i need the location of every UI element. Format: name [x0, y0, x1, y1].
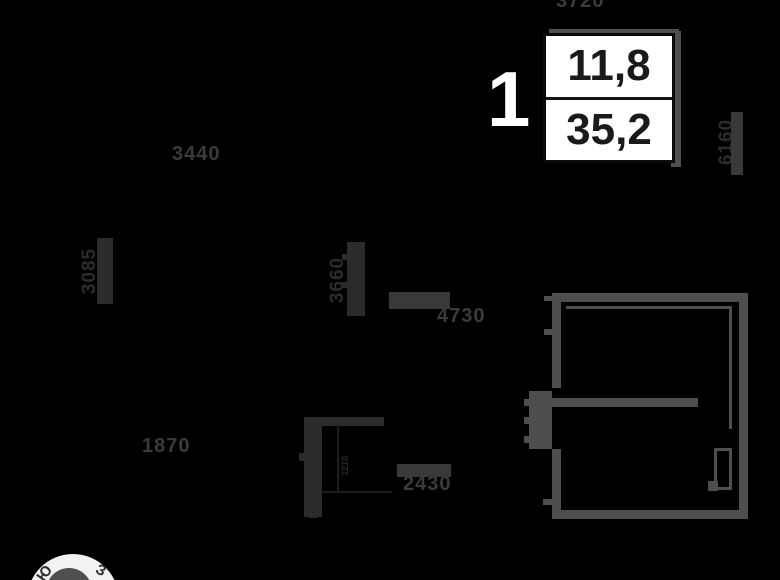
dim-upper-left-width: 3440 [172, 143, 221, 165]
room-wall-left-block [529, 391, 552, 449]
dim-tick [524, 436, 529, 443]
wall-segment-right-upper [731, 112, 743, 175]
dim-tick [544, 296, 552, 301]
unit-room-count: 1 [487, 55, 531, 143]
dim-tick [309, 513, 318, 518]
room-wall-left-lower [552, 449, 561, 519]
window-line-top [566, 306, 732, 309]
dim-tick [543, 499, 552, 505]
dim-lower-left-width: 1870 [142, 435, 191, 457]
dim-tick [342, 254, 347, 260]
dim-line-vertical [337, 425, 339, 491]
dim-tick [524, 399, 529, 406]
dim-top-width: 3720 [556, 0, 605, 12]
dim-tick [524, 417, 529, 424]
door-leaf [708, 481, 718, 491]
dim-tick [299, 453, 304, 461]
wall-segment-above-bottom-dim [397, 464, 451, 477]
room-interior-wall [552, 398, 698, 407]
wall-segment-lower-left-vertical [304, 417, 322, 517]
wall-behind-card-right [671, 31, 681, 167]
dim-bottom-width: 2430 [403, 473, 452, 495]
compass-needle [46, 568, 92, 580]
dim-tick [544, 329, 552, 335]
wall-segment-middle [347, 242, 365, 316]
wall-segment-lower-left-horizontal [304, 417, 384, 426]
dim-middle-width: 4730 [437, 305, 486, 327]
wall-segment-above-middle-dim [389, 292, 450, 309]
room-wall-left-upper [552, 293, 561, 388]
area-card: 11,8 35,2 [543, 33, 675, 163]
living-area-value: 11,8 [546, 36, 672, 100]
window-line-right [729, 306, 732, 429]
door-symbol [714, 448, 732, 490]
total-area-value: 35,2 [566, 104, 652, 154]
wall-segment-left [97, 238, 113, 304]
dim-tick [342, 282, 347, 288]
dim-line-horizontal [322, 491, 392, 493]
room-wall-right [739, 293, 748, 519]
room-wall-bottom [558, 510, 748, 519]
room-wall-top [552, 293, 748, 302]
